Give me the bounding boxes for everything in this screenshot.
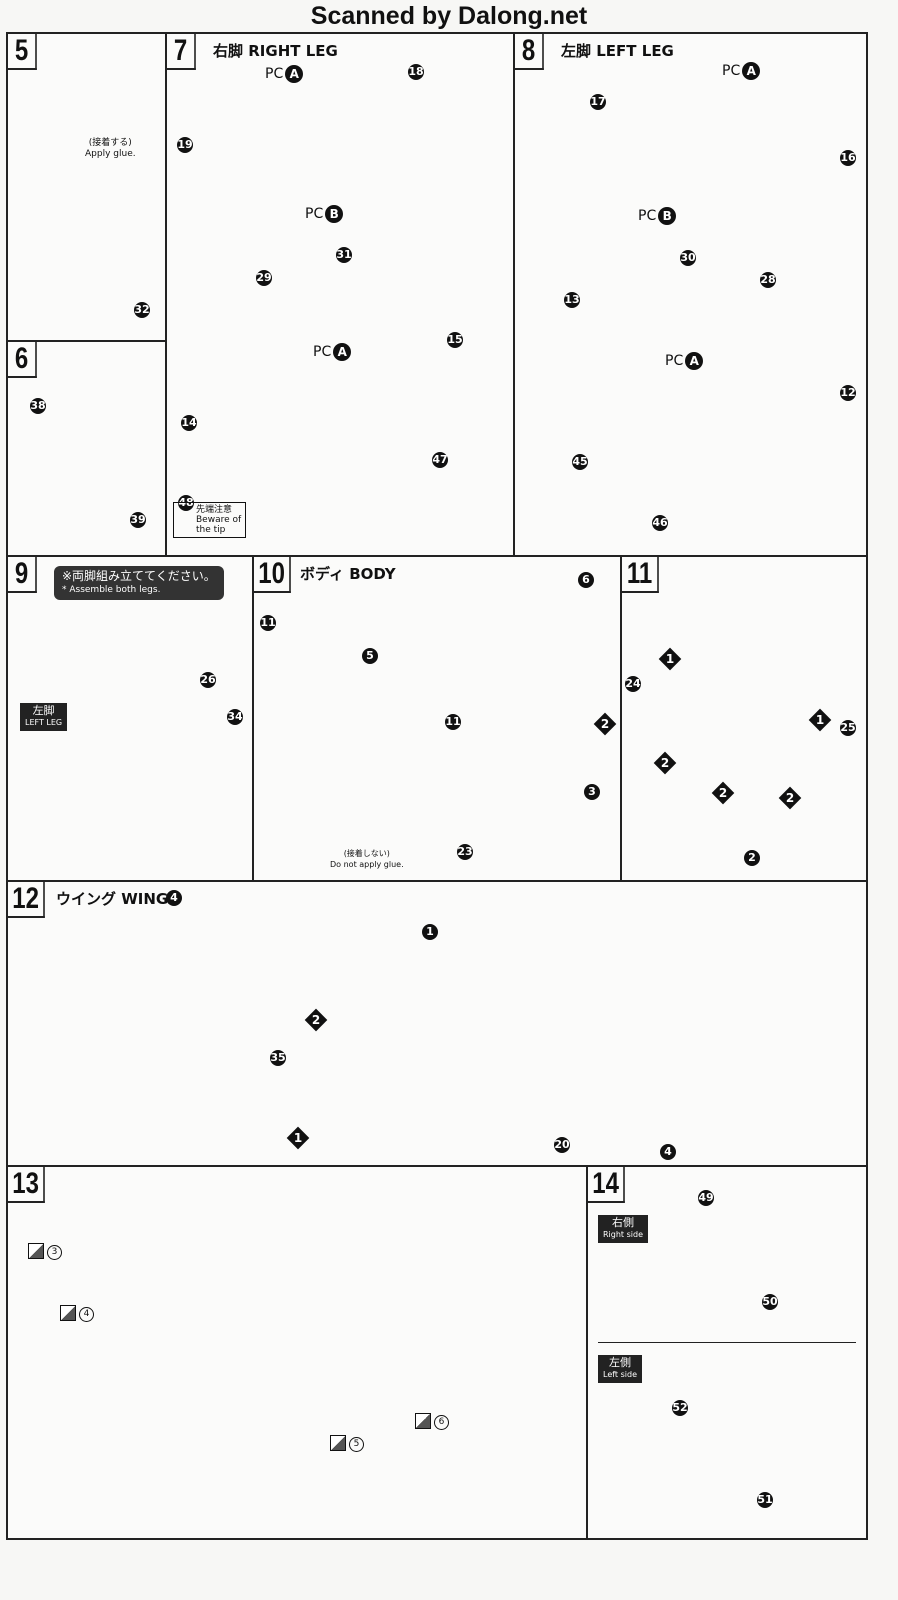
part-callout: 49 xyxy=(698,1190,714,1206)
part-callout: 18 xyxy=(408,64,424,80)
divider xyxy=(598,1342,856,1343)
step-number: 8 xyxy=(515,34,544,70)
assemble-both-legs-note: ※両脚組み立ててください。* Assemble both legs. xyxy=(54,566,224,600)
step-number: 10 xyxy=(254,557,291,593)
part-callout: 46 xyxy=(652,515,668,531)
step-number: 9 xyxy=(8,557,37,593)
part-callout: 29 xyxy=(256,270,272,286)
part-callout: 19 xyxy=(177,137,193,153)
part-callout: 5 xyxy=(362,648,378,664)
part-callout: 11 xyxy=(260,615,276,631)
step-number: 14 xyxy=(588,1167,625,1203)
order-marker: 2 xyxy=(711,781,735,805)
part-callout: 13 xyxy=(564,292,580,308)
part-callout: 45 xyxy=(572,454,588,470)
step-number: 12 xyxy=(8,882,45,918)
part-callout: 52 xyxy=(672,1400,688,1416)
part-callout: 39 xyxy=(130,512,146,528)
step-13-panel: 13 xyxy=(6,1165,588,1540)
part-callout: 28 xyxy=(760,272,776,288)
order-marker: 1 xyxy=(286,1126,310,1150)
part-callout: 14 xyxy=(181,415,197,431)
part-callout: 26 xyxy=(200,672,216,688)
part-callout: 6 xyxy=(578,572,594,588)
apply-glue-note: (接着する)Apply glue. xyxy=(85,138,136,159)
part-callout: 30 xyxy=(680,250,696,266)
part-callout: 51 xyxy=(757,1492,773,1508)
sticker-callout: 6 xyxy=(415,1413,449,1430)
step-number: 6 xyxy=(8,342,37,378)
part-callout: 4 xyxy=(660,1144,676,1160)
part-callout: 50 xyxy=(762,1294,778,1310)
step-title: 左脚 LEFT LEG xyxy=(561,42,674,60)
part-callout: 47 xyxy=(432,452,448,468)
part-callout: 23 xyxy=(457,844,473,860)
part-callout: 12 xyxy=(840,385,856,401)
order-marker: 2 xyxy=(593,712,617,736)
step-number: 13 xyxy=(8,1167,45,1203)
step-title: 右脚 RIGHT LEG xyxy=(213,42,338,60)
part-callout: 11 xyxy=(445,714,461,730)
order-marker: 1 xyxy=(808,708,832,732)
step-title: ウイング WING xyxy=(56,890,169,908)
part-callout: 1 xyxy=(422,924,438,940)
part-callout: 25 xyxy=(840,720,856,736)
step-number: 11 xyxy=(622,557,659,593)
part-callout: 4 xyxy=(166,890,182,906)
part-callout: 31 xyxy=(336,247,352,263)
sticker-callout: 3 xyxy=(28,1243,62,1260)
sticker-callout: 5 xyxy=(330,1435,364,1452)
part-callout: 24 xyxy=(625,676,641,692)
part-callout: 15 xyxy=(447,332,463,348)
step-title: ボディ BODY xyxy=(300,565,396,583)
step-number: 7 xyxy=(167,34,196,70)
step-7-panel: 7 右脚 RIGHT LEG xyxy=(165,32,515,557)
order-marker: 2 xyxy=(304,1008,328,1032)
part-callout: 35 xyxy=(270,1050,286,1066)
step-12-panel: 12 ウイング WING xyxy=(6,880,868,1167)
step-10-panel: 10 ボディ BODY xyxy=(252,555,622,882)
order-marker: 2 xyxy=(653,751,677,775)
part-callout: 3 xyxy=(584,784,600,800)
step-5-panel: 5 xyxy=(6,32,167,342)
scan-watermark: Scanned by Dalong.net xyxy=(310,2,588,30)
order-marker: 2 xyxy=(778,786,802,810)
step-number: 5 xyxy=(8,34,37,70)
part-callout: 20 xyxy=(554,1137,570,1153)
part-callout: 34 xyxy=(227,709,243,725)
part-callout: 32 xyxy=(134,302,150,318)
sticker-callout: 4 xyxy=(60,1305,94,1322)
part-callout: 16 xyxy=(840,150,856,166)
part-callout: 38 xyxy=(30,398,46,414)
order-marker: 1 xyxy=(658,647,682,671)
no-glue-note: (接着しない)Do not apply glue. xyxy=(330,849,404,869)
part-callout: 2 xyxy=(744,850,760,866)
part-callout: 17 xyxy=(590,94,606,110)
